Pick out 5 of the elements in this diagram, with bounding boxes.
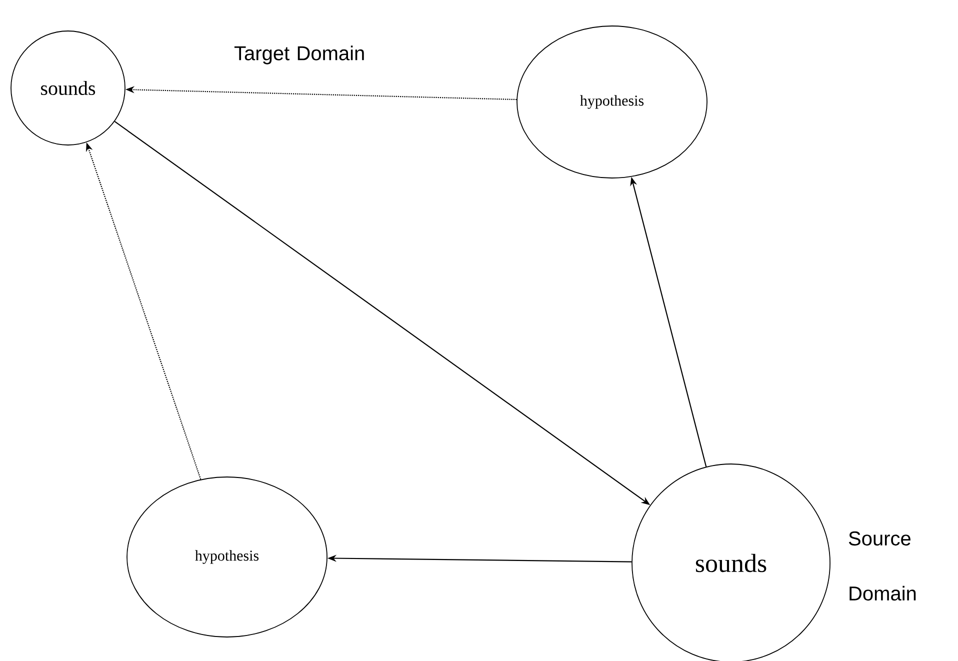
domain-label: Target Domain xyxy=(234,46,364,64)
circle-node: hypothesis xyxy=(516,26,708,178)
circle-node: sounds xyxy=(10,30,126,146)
circle-node: hypothesis xyxy=(126,476,328,638)
domain-label: Source Domain xyxy=(848,531,916,601)
